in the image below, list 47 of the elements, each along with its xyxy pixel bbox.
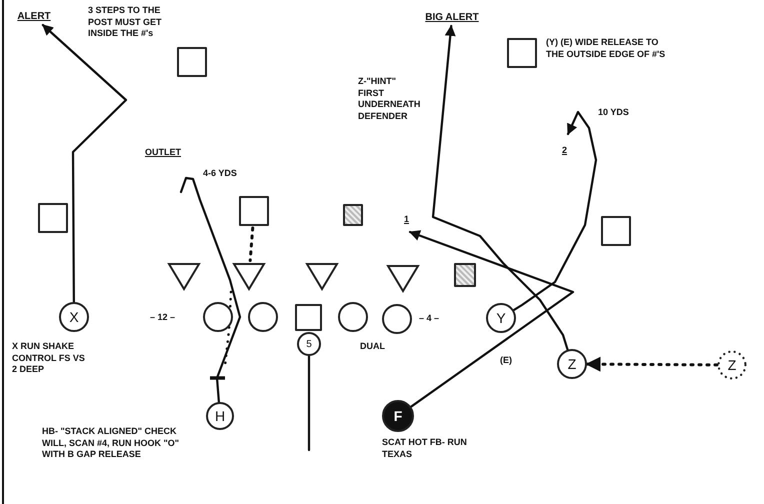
- route-number: 1: [404, 214, 410, 226]
- route-arrow: [42, 24, 128, 304]
- dotted-player-circle: Z: [717, 350, 747, 380]
- play-note: (Y) (E) WIDE RELEASE TO THE OUTSIDE EDGE OF #'S: [546, 37, 666, 60]
- play-note: (E): [500, 355, 512, 366]
- player-circle: H: [206, 402, 234, 430]
- route-line: [308, 354, 310, 452]
- play-note: – 12 –: [150, 312, 176, 324]
- defender-square: [38, 203, 68, 233]
- lineman-circle: [382, 304, 412, 334]
- route-number: 2: [562, 145, 568, 156]
- play-note: – 4 –: [419, 313, 440, 324]
- route-line: [248, 226, 254, 262]
- defender-square: [601, 216, 631, 246]
- defender-triangle: [168, 262, 200, 290]
- route-arrow: [408, 230, 574, 408]
- defender-triangle: [306, 262, 338, 290]
- defender-triangle: [387, 264, 419, 292]
- filled-player-circle: F: [382, 400, 414, 432]
- lineman-circle: [338, 302, 368, 332]
- defender-square: [507, 38, 537, 68]
- player-circle: Y: [486, 303, 516, 333]
- route-arrow: [512, 110, 598, 312]
- lineman-circle: [248, 302, 278, 332]
- play-note: 3 STEPS TO THE POST MUST GET INSIDE THE #'s: [88, 5, 163, 40]
- defender-square: [239, 196, 269, 226]
- shaded-defender-square: [454, 263, 476, 287]
- route-line: [180, 176, 242, 404]
- shaded-defender-square: [343, 204, 363, 226]
- player-circle: 5: [297, 332, 321, 356]
- player-circle: X: [59, 302, 89, 332]
- play-note: HB- "STACK ALIGNED" CHECK WILL, SCAN #4, RUN HOOK "O" WITH B GAP RELEASE: [42, 426, 180, 460]
- route-target-text: ALERT: [12, 11, 56, 23]
- route-target-text: BIG ALERT: [420, 12, 484, 24]
- defender-square: [177, 47, 207, 77]
- play-note: 10 YDS: [598, 107, 629, 118]
- route-arrow: [586, 356, 718, 372]
- player-circle: Z: [557, 349, 587, 379]
- play-note: 4-6 YDS: [203, 168, 237, 180]
- player-note: SCAT HOT FB- RUN TEXAS: [382, 437, 468, 460]
- lineman-circle: [203, 302, 233, 332]
- player-note: X RUN SHAKE CONTROL FS VS 2 DEEP: [12, 341, 86, 376]
- route-arrow: [432, 24, 569, 351]
- defender-triangle: [233, 262, 265, 290]
- play-note: OUTLET: [145, 147, 181, 158]
- play-note: DUAL: [360, 341, 385, 352]
- defender-square: [294, 304, 322, 330]
